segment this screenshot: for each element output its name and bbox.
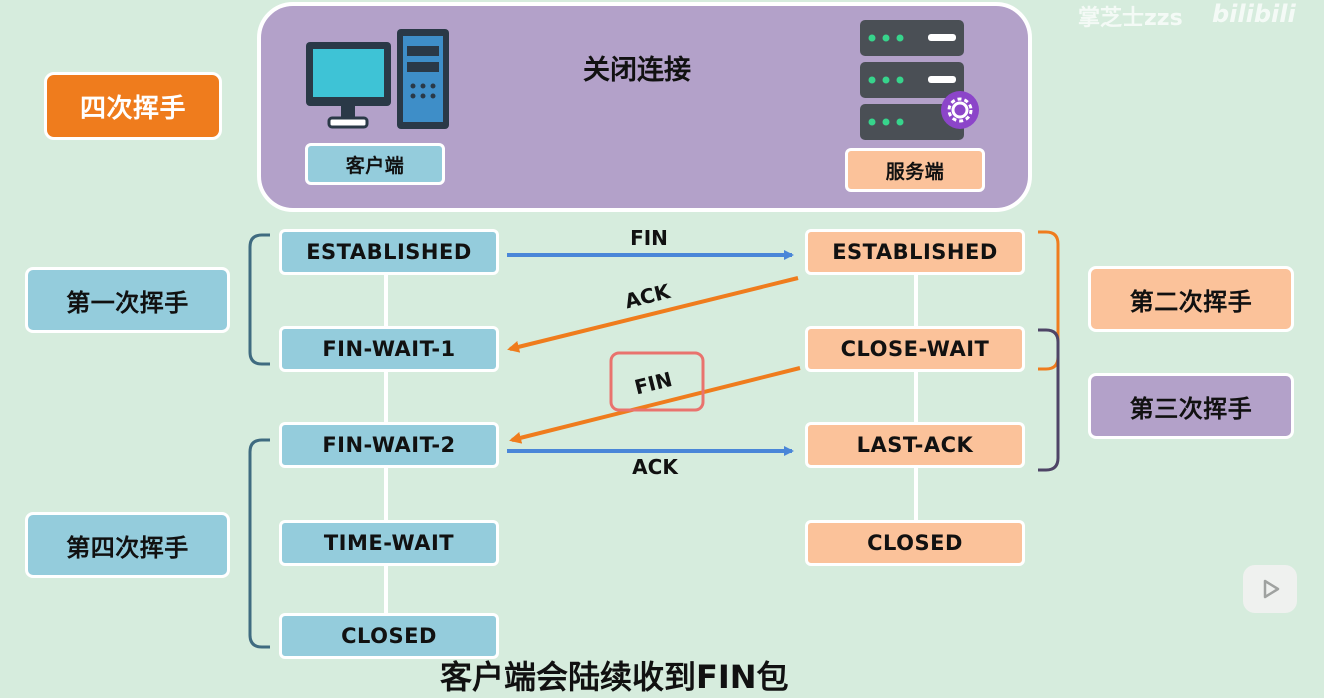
bilibili-logo: bilibili <box>1212 0 1296 28</box>
bracket-third <box>1038 328 1060 472</box>
fourth-wave-label: 第四次挥手 <box>25 512 230 578</box>
server-icon <box>860 20 979 140</box>
server-state-established: ESTABLISHED <box>805 229 1025 275</box>
bracket-first <box>248 233 270 366</box>
fin2-arrow <box>509 366 801 444</box>
computer-icon <box>306 29 449 129</box>
server-state-last-ack: LAST-ACK <box>805 422 1025 468</box>
server-state-closed: CLOSED <box>805 520 1025 566</box>
title-badge: 四次挥手 <box>44 72 222 140</box>
fin2-label: FIN <box>632 367 675 399</box>
bracket-fourth <box>248 438 270 649</box>
client-state-established: ESTABLISHED <box>279 229 499 275</box>
second-wave-label: 第二次挥手 <box>1088 266 1294 332</box>
ack1-label: ACK <box>622 279 674 314</box>
client-state-fin-wait-1: FIN-WAIT-1 <box>279 326 499 372</box>
client-state-time-wait: TIME-WAIT <box>279 520 499 566</box>
author-watermark: 掌芝士zzs <box>1078 6 1183 31</box>
subtitle-caption: 客户端会陆续收到FIN包 <box>440 658 789 696</box>
server-label: 服务端 <box>845 148 985 192</box>
client-state-fin-wait-2: FIN-WAIT-2 <box>279 422 499 468</box>
play-button[interactable] <box>1243 565 1297 613</box>
fin-highlight <box>609 351 705 412</box>
play-icon <box>1263 579 1280 599</box>
first-wave-label: 第一次挥手 <box>25 267 230 333</box>
ack1-arrow <box>507 276 799 353</box>
bracket-second <box>1038 230 1060 371</box>
fin1-label: FIN <box>630 226 668 250</box>
client-label: 客户端 <box>305 143 445 185</box>
ack2-label: ACK <box>632 455 679 479</box>
close-connection-label: 关闭连接 <box>583 55 691 86</box>
third-wave-label: 第三次挥手 <box>1088 373 1294 439</box>
server-state-close-wait: CLOSE-WAIT <box>805 326 1025 372</box>
client-state-closed: CLOSED <box>279 613 499 659</box>
